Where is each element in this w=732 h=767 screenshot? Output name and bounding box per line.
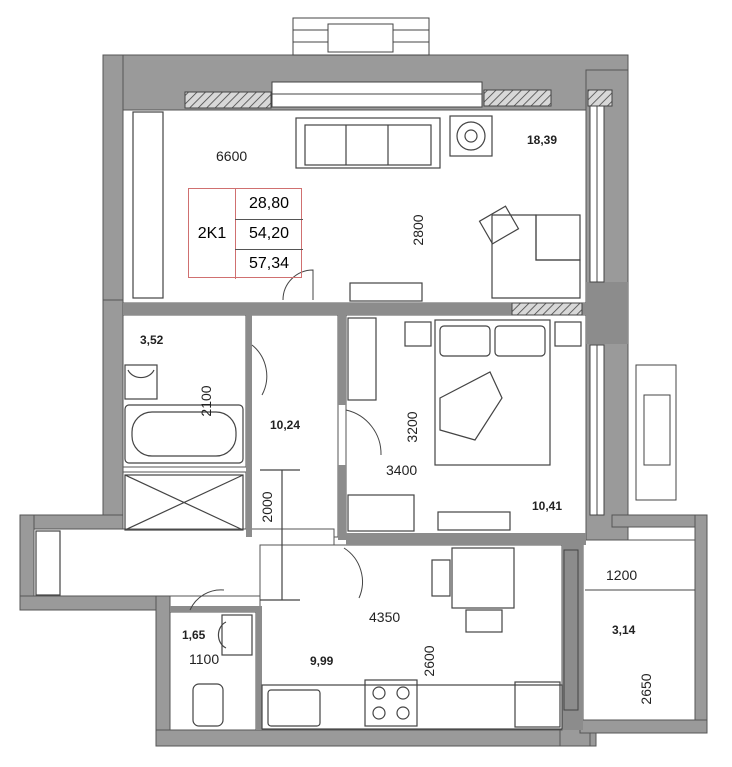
hallway-area: 10,24 [270, 418, 301, 432]
total-area-value: 54,20 [235, 219, 303, 250]
bedroom-furniture [347, 317, 582, 532]
bedroom-area: 10,41 [532, 499, 563, 513]
hallway-fixtures [35, 469, 300, 601]
kitchen-area: 9,99 [310, 654, 334, 668]
room-floors [33, 109, 696, 731]
toilet-area: 1,65 [182, 628, 206, 642]
window-strips [271, 81, 677, 516]
hallway-depth-dim: 2000 [259, 491, 275, 523]
living-area-value: 28,80 [235, 189, 303, 220]
bathroom-depth-dim: 2100 [198, 385, 214, 417]
kitchen-depth-dim: 2600 [421, 645, 437, 677]
living-room-depth-dim: 2800 [410, 214, 426, 246]
loggia-width-dim: 1200 [606, 567, 638, 583]
radiators [184, 89, 613, 316]
bedroom-depth-dim: 3200 [404, 411, 420, 443]
toilet-width-dim: 1100 [189, 651, 220, 667]
kitchen-width-dim: 4350 [369, 609, 401, 625]
interior-walls [123, 282, 628, 730]
loggia-area: 3,14 [612, 623, 636, 637]
living-room-area: 18,39 [527, 133, 558, 147]
area-with-balcony-value: 57,34 [248, 255, 290, 272]
bathroom-fixtures [124, 364, 244, 531]
bedroom-width-dim: 3400 [386, 462, 418, 478]
loggia-fixtures [563, 549, 695, 711]
toilet-fixtures [192, 614, 253, 727]
living-room-width-dim: 6600 [216, 148, 248, 164]
top-balcony [292, 17, 430, 56]
apartment-code: 2K1 [189, 189, 236, 279]
kitchen-fixtures [261, 547, 563, 730]
apartment-summary-table: 2K1 28,80 54,20 57,34 [188, 188, 303, 279]
bathroom-area: 3,52 [140, 333, 164, 347]
living-room-furniture [132, 111, 581, 302]
loggia-depth-dim: 2650 [638, 673, 654, 705]
